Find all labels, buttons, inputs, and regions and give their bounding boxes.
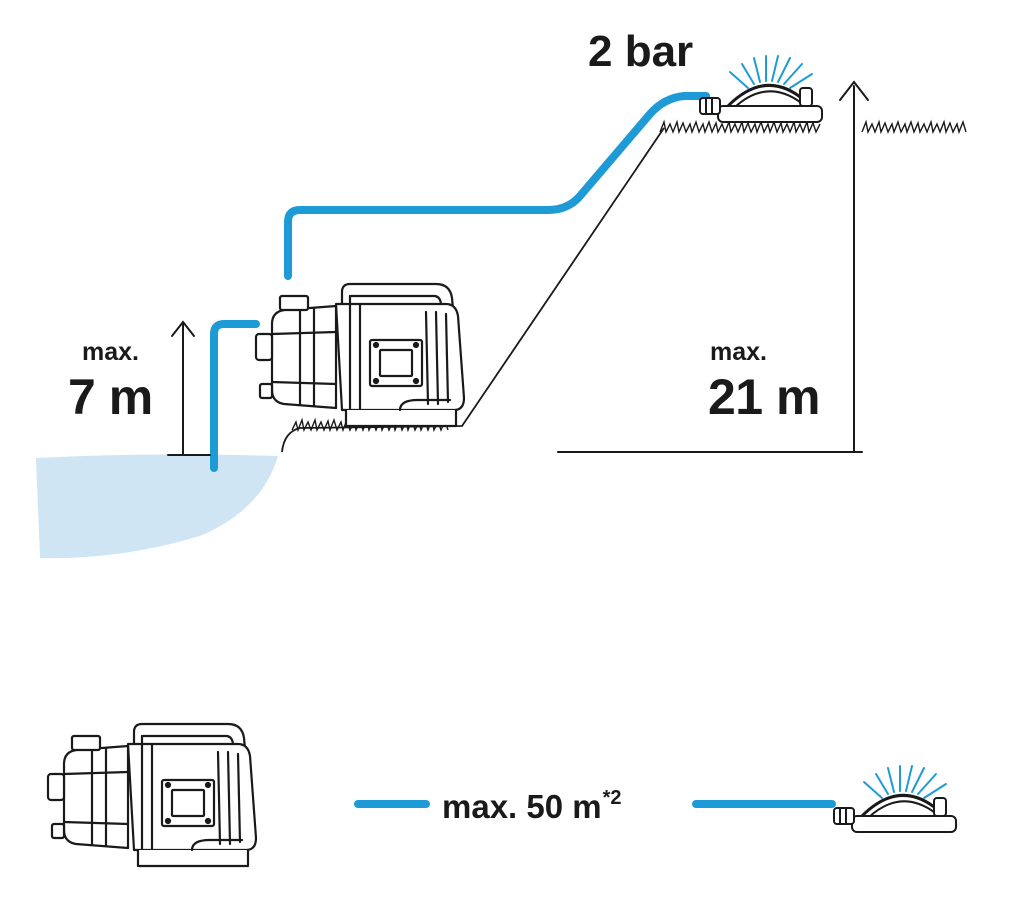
grass-icon bbox=[291, 417, 449, 433]
slope-line bbox=[281, 127, 665, 453]
distance-footnote: *2 bbox=[602, 787, 622, 809]
up-arrow-icon bbox=[557, 80, 869, 453]
distance-label: max. 50 m*2 bbox=[442, 788, 622, 823]
pressure-hose bbox=[284, 92, 710, 280]
suction-hose bbox=[210, 320, 260, 472]
water-reservoir bbox=[36, 454, 278, 559]
pump-icon bbox=[254, 282, 466, 428]
pump-icon bbox=[46, 722, 258, 868]
grass-icon bbox=[659, 119, 967, 135]
suction-prefix-label: max. bbox=[82, 338, 139, 366]
head-prefix-label: max. bbox=[710, 338, 767, 366]
sprinkler-icon bbox=[698, 54, 824, 124]
up-arrow-icon bbox=[167, 320, 211, 456]
distance-text: max. 50 m bbox=[442, 788, 602, 825]
pressure-label: 2 bar bbox=[588, 27, 694, 76]
sprinkler-icon bbox=[832, 764, 958, 834]
delivery-head-label: 21 m bbox=[708, 369, 820, 425]
suction-height-label: 7 m bbox=[68, 369, 153, 425]
